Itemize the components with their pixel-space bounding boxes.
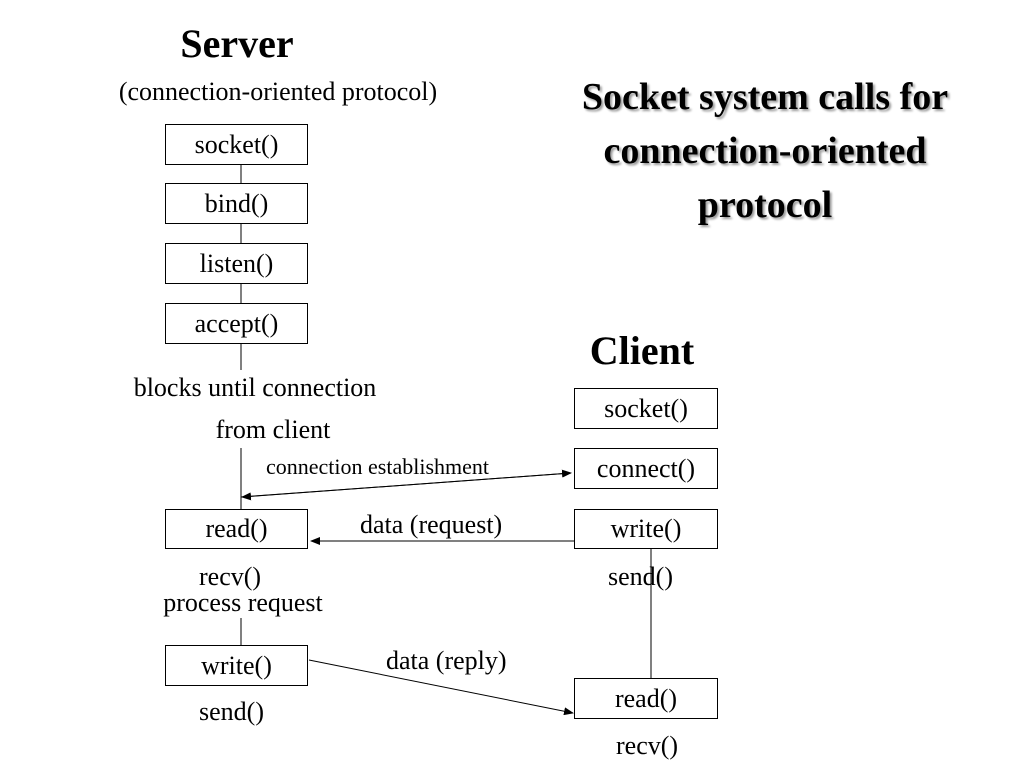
slide-title-line-2: connection-oriented	[603, 130, 927, 172]
client-socket-box: socket()	[574, 388, 718, 429]
server-accept-box: accept()	[165, 303, 308, 344]
server-bind-box: bind()	[165, 183, 308, 224]
server-listen-label: listen()	[199, 248, 274, 278]
server-block-note-2: from client	[215, 415, 331, 444]
slide-title: Socket system calls for connection-orien…	[582, 70, 948, 232]
client-write-label: write()	[610, 514, 682, 543]
client-connect-label: connect()	[596, 453, 696, 483]
server-read-label: read()	[205, 514, 268, 543]
connection-message-label: connection establishment	[266, 454, 489, 479]
server-heading: Server	[180, 21, 294, 66]
client-read-label: read()	[614, 683, 678, 713]
server-read-alt: recv()	[199, 562, 262, 591]
server-socket-box: socket()	[165, 124, 308, 165]
client-heading: Client	[589, 328, 695, 373]
server-write-box: write()	[165, 645, 308, 686]
request-message-label: data (request)	[360, 510, 503, 539]
reply-arrow	[308, 659, 574, 716]
server-block-note-1: blocks until connection	[133, 373, 377, 402]
server-accept-label: accept()	[194, 308, 279, 338]
server-bind-label: bind()	[204, 188, 269, 218]
server-process-note: process request	[163, 588, 323, 617]
server-listen-box: listen()	[165, 243, 308, 284]
client-read-alt: recv()	[616, 731, 679, 760]
connection-arrow-to-server	[241, 472, 572, 501]
server-subheading: (connection-oriented protocol)	[118, 77, 438, 106]
slide-title-line-3: protocol	[697, 184, 833, 226]
client-connect-box: connect()	[574, 448, 718, 489]
reply-message-label: data (reply)	[386, 646, 507, 675]
client-socket-label: socket()	[604, 393, 688, 423]
server-read-box: read()	[165, 509, 308, 549]
server-write-label: write()	[201, 650, 272, 680]
client-write-box: write()	[574, 509, 718, 549]
server-write-alt: send()	[199, 697, 264, 726]
client-write-alt: send()	[608, 562, 673, 591]
server-socket-label: socket()	[194, 129, 279, 159]
slide-title-line-1: Socket system calls for	[581, 76, 949, 118]
client-read-box: read()	[574, 678, 718, 719]
